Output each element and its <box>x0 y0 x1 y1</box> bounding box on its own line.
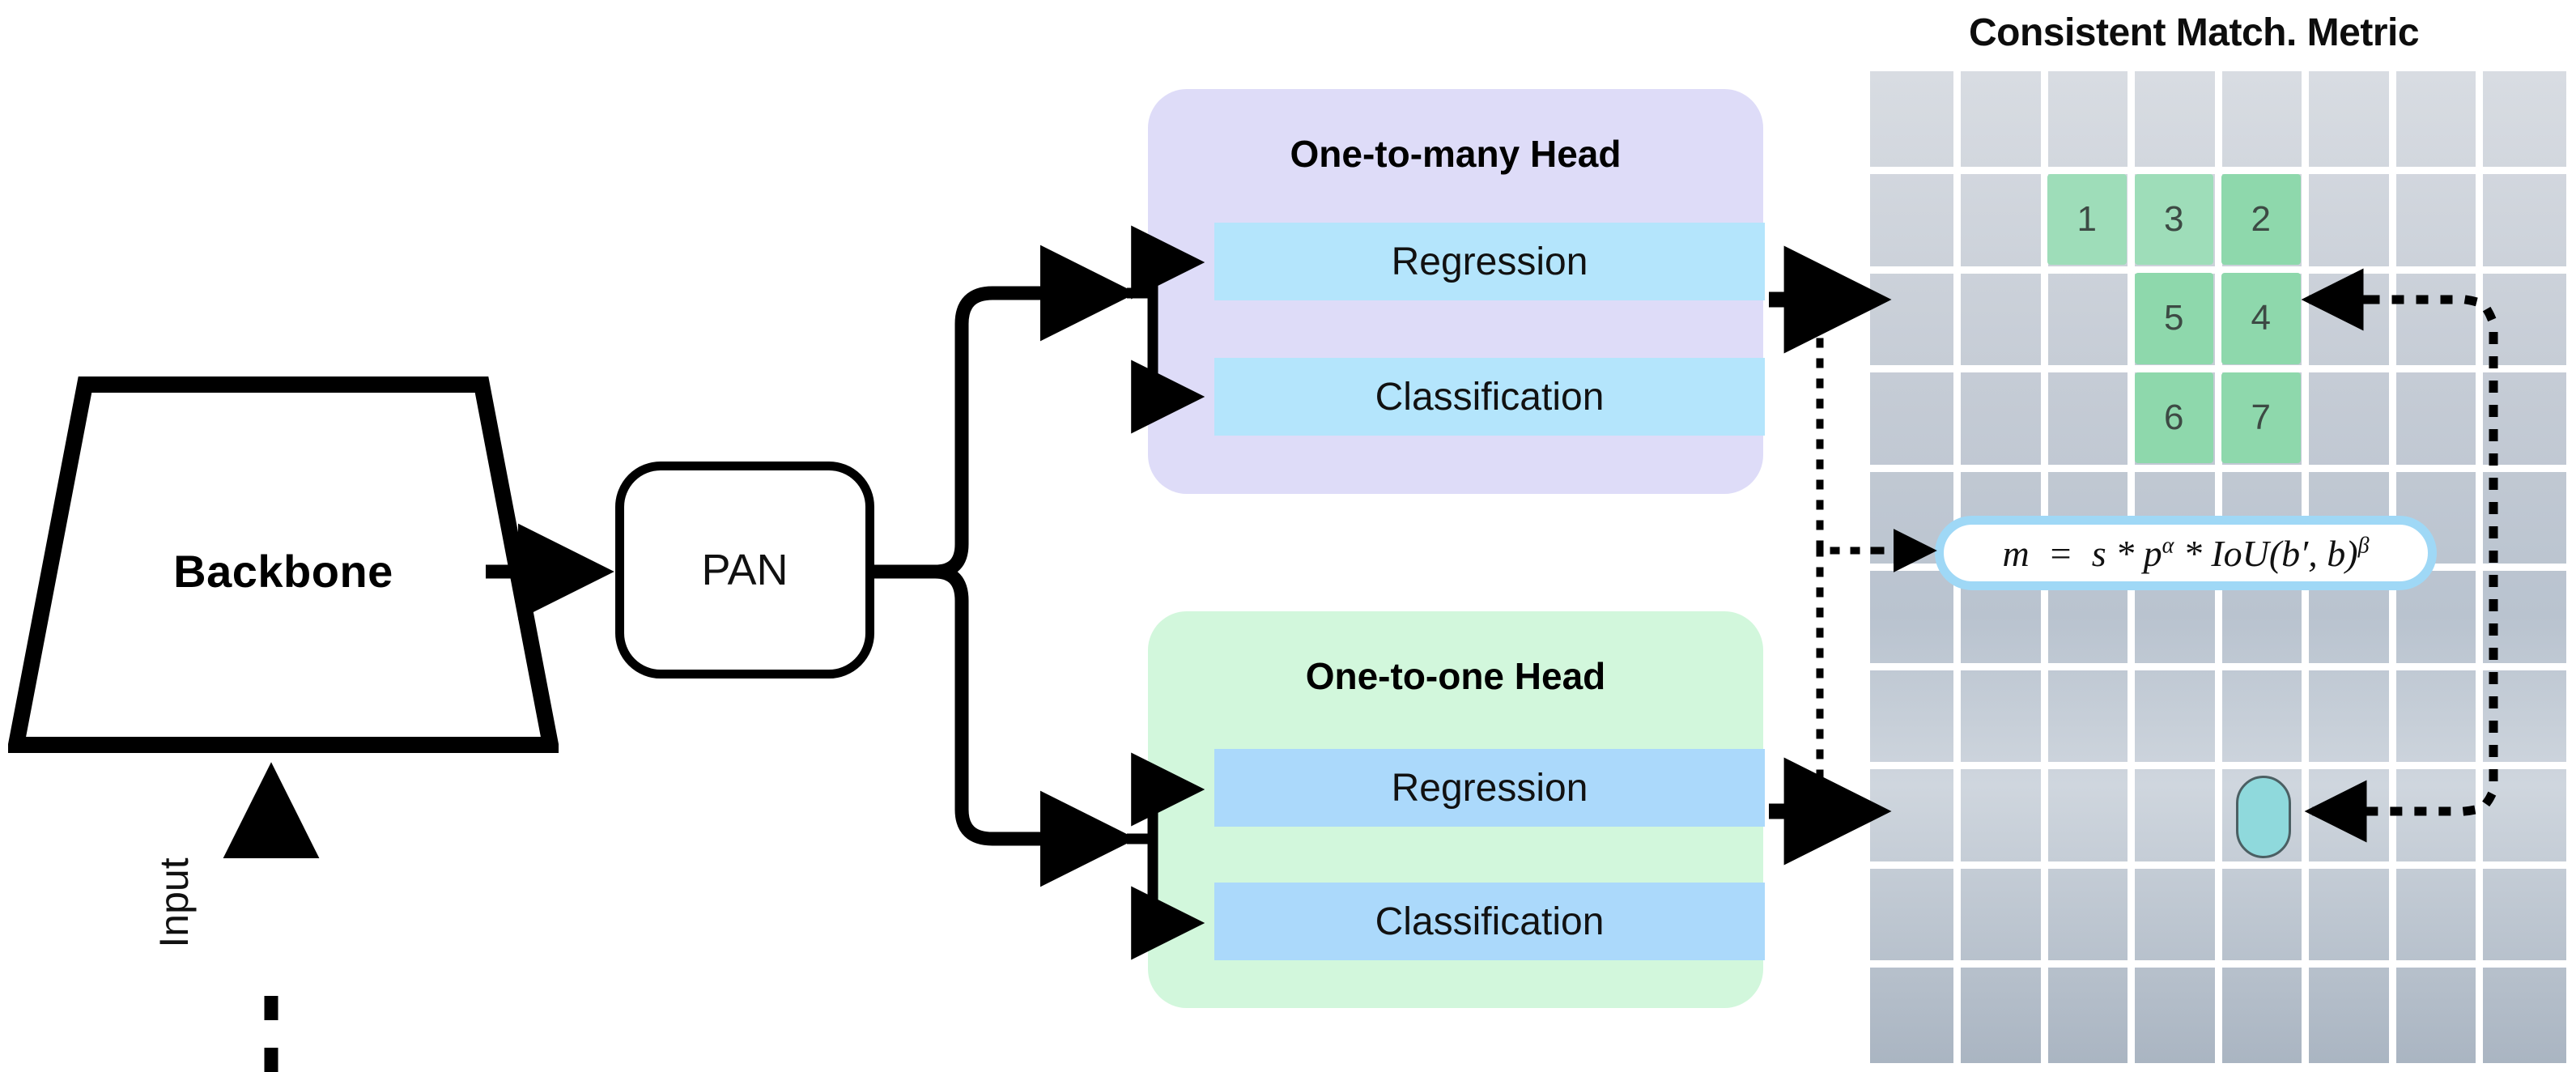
backbone-label: Backbone <box>173 545 393 597</box>
grid-highlight-cell: 6 <box>2134 372 2213 463</box>
grid-gridline-horizontal <box>1870 861 2566 869</box>
pan-box[interactable] <box>615 462 874 679</box>
grid-highlight-cell: 3 <box>2134 173 2213 265</box>
grid-highlight-cell: 5 <box>2134 273 2213 364</box>
grid-highlight-cell: 2 <box>2221 173 2301 265</box>
one-to-many-head-title: One-to-many Head <box>1290 133 1622 175</box>
one-to-many-regression-bar[interactable]: Regression <box>1214 223 1765 300</box>
grid-highlight-cell: 7 <box>2221 372 2301 463</box>
grid-highlight-cell: 4 <box>2221 273 2301 364</box>
input-label: Input <box>151 857 197 948</box>
grid-gridline-horizontal <box>1870 762 2566 769</box>
grid-gridline-horizontal <box>1870 960 2566 968</box>
match-metric-formula-pill: m = s * pα * IoU(b′, b)β <box>1935 516 2437 590</box>
grid-gridline-horizontal <box>1870 167 2566 174</box>
grid-gridline-horizontal <box>1870 464 2566 472</box>
grid-highlight-cell: 1 <box>2047 173 2127 265</box>
pan-label: PAN <box>701 546 789 594</box>
one-to-many-classification-bar[interactable]: Classification <box>1214 358 1765 436</box>
connector-pan-to-heads <box>874 245 1137 887</box>
one-to-one-head-title: One-to-one Head <box>1305 655 1606 697</box>
grid-gridline-horizontal <box>1870 365 2566 372</box>
consistent-match-metric-title: Consistent Match. Metric <box>1968 11 2420 54</box>
one-to-one-classification-bar[interactable]: Classification <box>1214 883 1765 960</box>
match-metric-formula-text: m = s * pα * IoU(b′, b)β <box>2002 532 2370 574</box>
one-to-one-prediction-marker <box>2236 775 2291 858</box>
one-to-one-regression-bar[interactable]: Regression <box>1214 749 1765 827</box>
backbone-shape <box>8 376 559 753</box>
grid-gridline-horizontal <box>1870 266 2566 274</box>
grid-gridline-horizontal <box>1870 662 2566 670</box>
